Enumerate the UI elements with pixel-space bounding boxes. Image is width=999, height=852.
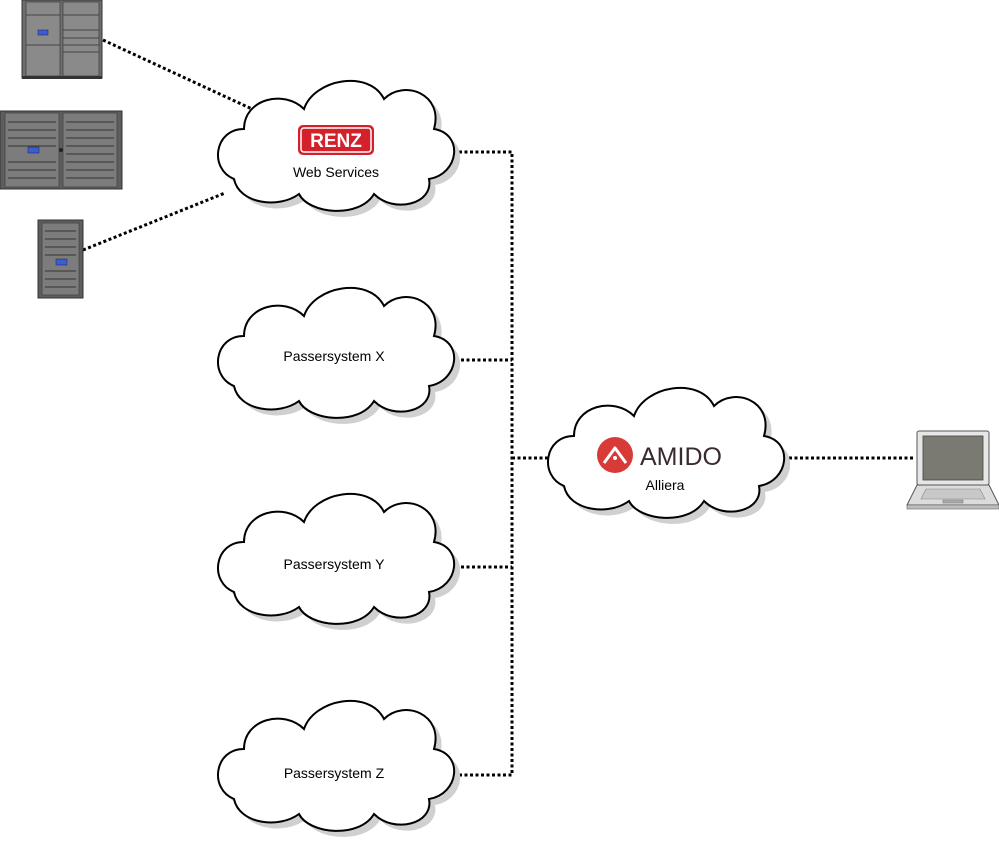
connector-bus-trunk — [448, 150, 514, 777]
passersystem-x-cloud[interactable]: Passersystem X — [216, 286, 461, 424]
passersystem-y-label: Passersystem Y — [284, 556, 386, 572]
laptop-icon — [906, 430, 999, 510]
renz-logo-text: RENZ — [310, 131, 362, 152]
amido-logo-mark — [597, 437, 633, 473]
renz-logo-badge — [298, 125, 374, 155]
server-cabinet-icon — [21, 0, 103, 79]
renz-cloud-label: Web Services — [293, 164, 379, 180]
amido-cloud[interactable]: AMIDO Alliera — [546, 386, 791, 524]
passersystem-y-cloud[interactable]: Passersystem Y — [216, 492, 461, 630]
connector-cabinet-renz — [102, 38, 266, 117]
connector-tower-renz — [82, 191, 226, 252]
passersystem-x-label: Passersystem X — [283, 348, 385, 364]
renz-logo: RENZ — [298, 125, 374, 155]
connectors — [82, 38, 915, 777]
amido-logo: AMIDO — [597, 437, 722, 473]
passersystem-z-cloud[interactable]: Passersystem Z — [216, 699, 461, 837]
amido-cloud-label: Alliera — [646, 477, 685, 493]
renz-cloud[interactable]: RENZ Web Services — [216, 79, 461, 217]
server-rack-icon — [0, 110, 123, 190]
tower-server-icon — [37, 219, 84, 299]
passersystem-z-label: Passersystem Z — [284, 765, 385, 781]
amido-logo-text: AMIDO — [640, 443, 722, 471]
